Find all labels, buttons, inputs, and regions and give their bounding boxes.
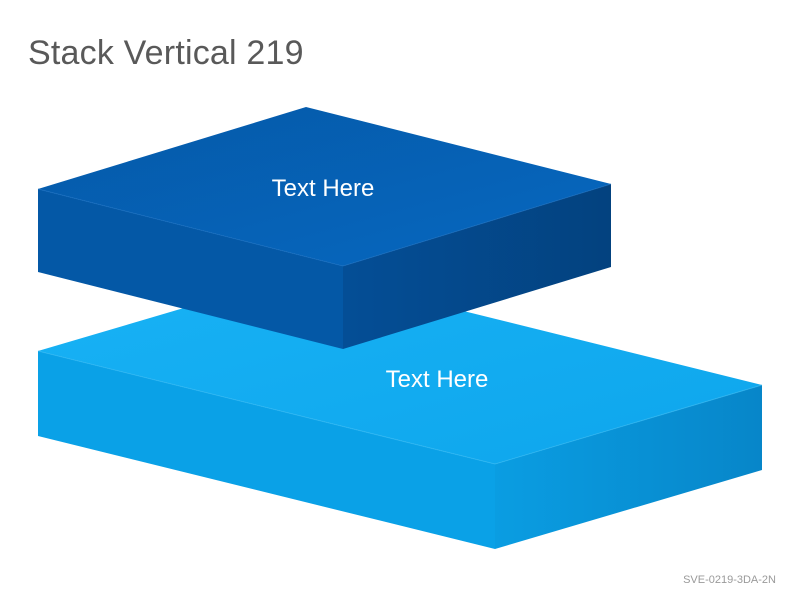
slide-code: SVE-0219-3DA-2N — [683, 574, 776, 586]
block-bottom-right-face — [495, 385, 762, 549]
slide-title: Stack Vertical 219 — [28, 34, 304, 72]
block-bottom-top-face — [38, 272, 762, 464]
block-top-label: Text Here — [272, 175, 375, 202]
block-top-right-face — [343, 184, 611, 349]
block-bottom-left-face — [38, 351, 495, 549]
block-top: Text Here — [37, 107, 612, 349]
block-top-top-face — [38, 107, 611, 266]
block-top-left-face — [38, 189, 343, 349]
block-bottom-label: Text Here — [386, 366, 489, 393]
block-bottom: Text Here — [37, 272, 763, 549]
